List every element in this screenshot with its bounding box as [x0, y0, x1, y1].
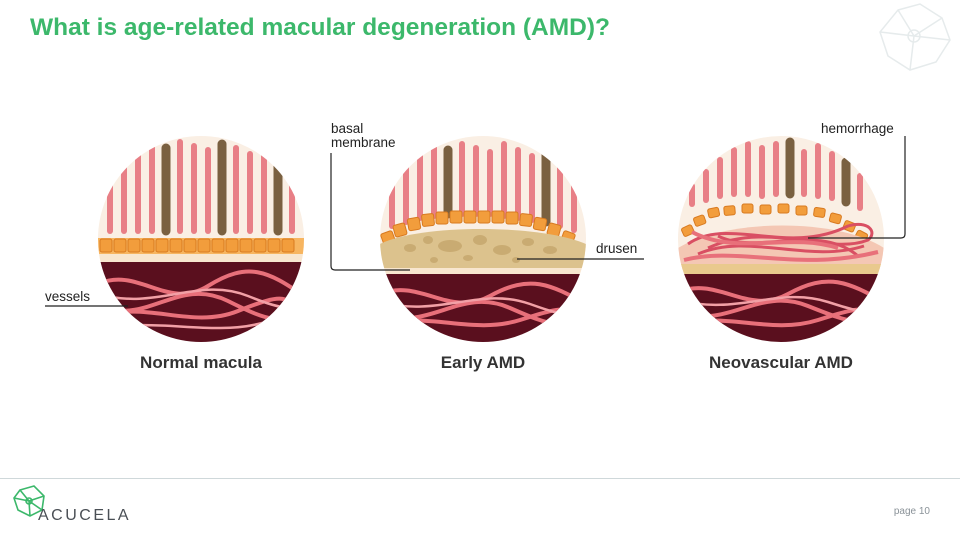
basal-membrane-label: basal membrane: [331, 122, 396, 150]
vessels-label: vessels: [45, 289, 91, 304]
decorative-cell-watermark: [879, 3, 951, 71]
footer-divider: [0, 478, 960, 479]
acucela-logo-icon: [13, 485, 45, 517]
neovascular-amd-illustration: [678, 136, 884, 342]
basal-membrane-leader: [330, 153, 410, 271]
panel-caption-normal: Normal macula: [140, 353, 262, 372]
slide-title: What is age-related macular degeneration…: [30, 14, 610, 41]
drusen-label: drusen: [596, 241, 638, 256]
panel-caption-neovascular: Neovascular AMD: [709, 353, 853, 372]
hemorrhage-leader: [808, 136, 906, 239]
rpe-cell-layer: [98, 238, 304, 254]
photoreceptor-layer: [389, 141, 577, 233]
photoreceptor-layer: [689, 137, 863, 211]
page-number: page 10: [893, 506, 930, 517]
hemorrhage-label: hemorrhage: [821, 121, 894, 136]
basal-label-line1: basal: [331, 121, 364, 136]
normal-macula-illustration: [98, 136, 304, 342]
basal-label-line2: membrane: [331, 135, 396, 150]
acucela-logo-text: ACUCELA: [38, 507, 132, 524]
early-amd-illustration: [380, 136, 586, 342]
panel-caption-early: Early AMD: [440, 353, 526, 372]
rpe-cell-layer: [380, 210, 576, 246]
rpe-cell-layer: [681, 203, 869, 243]
